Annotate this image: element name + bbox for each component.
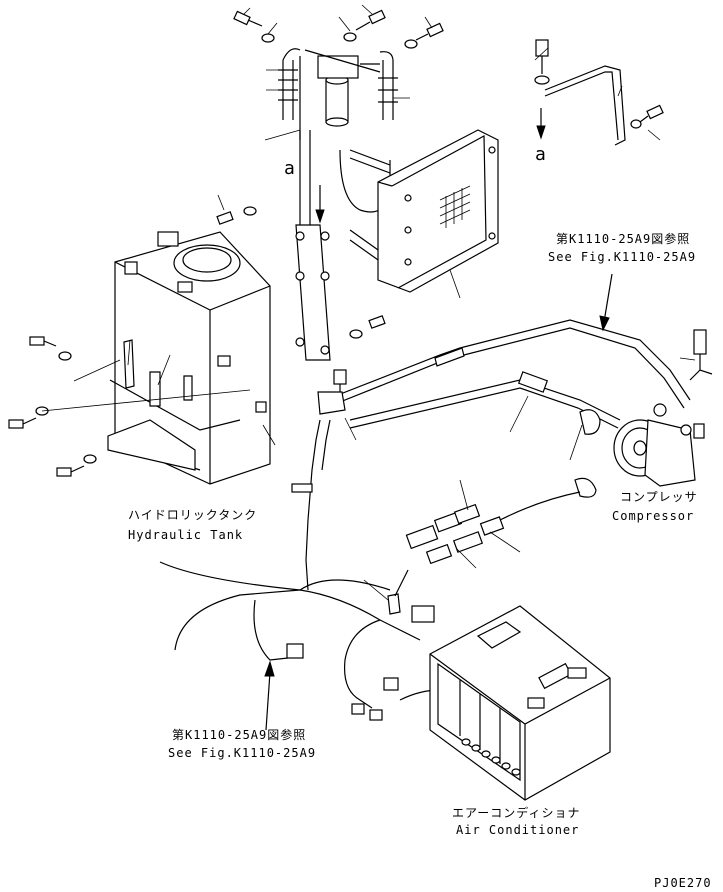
air-conditioner-unit (429, 605, 611, 801)
reference-arrows (264, 273, 613, 731)
view-marker-a-right: a (535, 144, 547, 165)
leader-lines (73, 4, 696, 601)
ref-top-en: See Fig.K1110-25A9 (548, 250, 697, 264)
hydraulic-tank-label-en: Hydraulic Tank (128, 528, 244, 542)
condenser (377, 129, 499, 293)
hose-clamps (574, 409, 601, 498)
air-conditioner-label-en: Air Conditioner (456, 823, 580, 837)
refrigerant-pipes (291, 319, 691, 591)
compressor (613, 329, 713, 487)
upper-right-bracket (534, 39, 664, 146)
receiver-dryer (299, 49, 381, 140)
ref-bottom-jp: 第K1110-25A9図参照 (172, 728, 307, 742)
drawing-code: PJ0E270 (654, 876, 712, 890)
air-conditioner-label-jp: エアーコンディショナ (452, 806, 581, 820)
hose-fittings (405, 491, 581, 565)
view-marker-arrows (315, 108, 546, 224)
view-marker-a-left: a (284, 158, 296, 179)
hydraulic-tank-label-jp: ハイドロリックタンク (128, 508, 258, 522)
compressor-label-en: Compressor (612, 509, 695, 523)
compressor-label-jp: コンプレッサ (620, 490, 698, 504)
receiver-bracket (295, 130, 331, 361)
left-bolt-group (8, 336, 251, 477)
ref-top-jp: 第K1110-25A9図参照 (556, 232, 691, 246)
hydraulic-tank (107, 231, 271, 485)
ref-bottom-en: See Fig.K1110-25A9 (168, 746, 317, 760)
wiring-harness (159, 561, 441, 721)
top-bolt-group (233, 9, 444, 49)
receiver-hoses (278, 48, 398, 120)
